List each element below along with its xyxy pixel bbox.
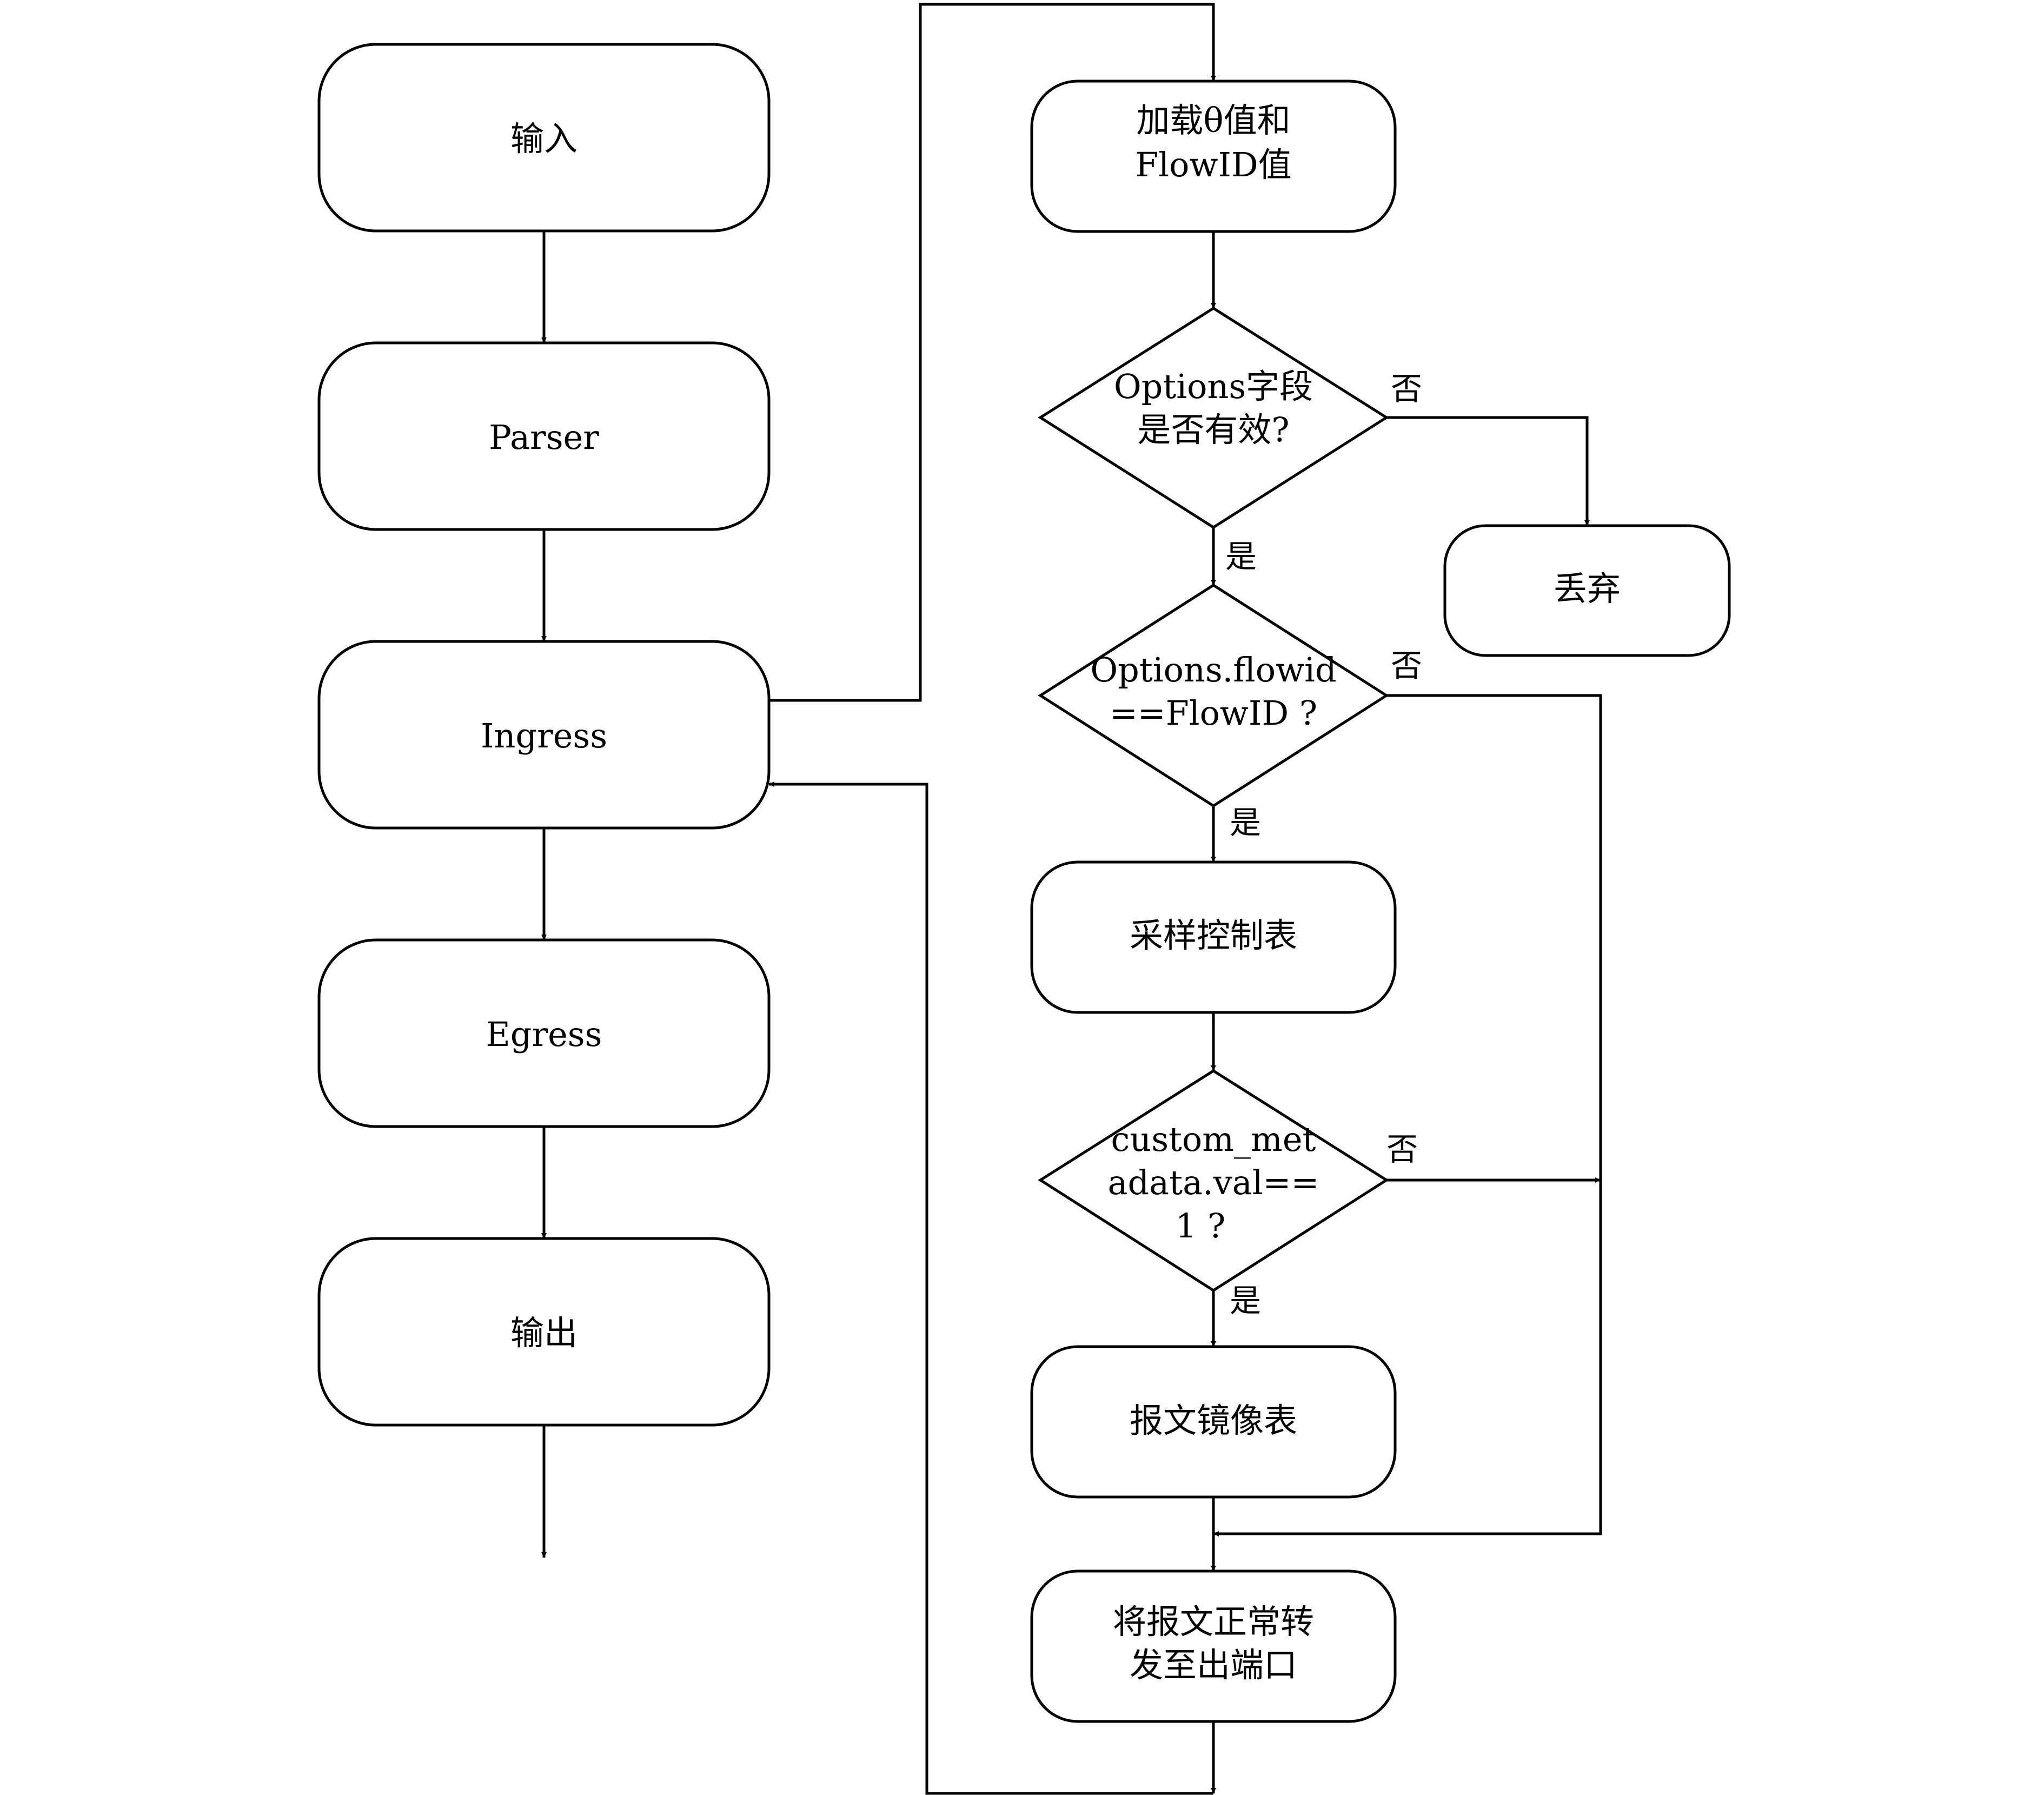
- edge-label-options-yes: 是: [1225, 538, 1257, 575]
- node-ingress-label: Ingress: [481, 716, 607, 756]
- node-sampling-table-label: 采样控制表: [1130, 916, 1297, 955]
- node-parser-label: Parser: [489, 418, 599, 457]
- node-mirror-table-label: 报文镜像表: [1130, 1401, 1297, 1440]
- edge-label-options-no: 否: [1391, 370, 1422, 407]
- node-load-values-label: 加载θ值和: [1136, 101, 1290, 140]
- node-forward-label-2: 发至出端口: [1130, 1645, 1297, 1685]
- decision-metadata-check-label-3: 1 ?: [1176, 1206, 1225, 1246]
- decision-flowid-match-label: Options.flowid: [1090, 650, 1336, 690]
- node-forward-label: 将报文正常转: [1113, 1602, 1314, 1641]
- node-egress-label: Egress: [486, 1015, 602, 1054]
- edge-label-metadata-no: 否: [1386, 1131, 1418, 1168]
- edge-flowid-no: [1213, 694, 1602, 1536]
- decision-options-valid-label: Options字段: [1114, 367, 1313, 406]
- edge-label-flowid-yes: 是: [1230, 804, 1261, 841]
- decision-options-valid-label-2: 是否有效?: [1137, 410, 1289, 449]
- edge-forward-back-to-ingress: [769, 781, 1213, 1795]
- decision-flowid-match-label-2: ==FlowID ?: [1110, 693, 1317, 733]
- node-load-values-label-2: FlowID值: [1135, 145, 1291, 184]
- edge-label-flowid-no: 否: [1391, 647, 1422, 684]
- decision-metadata-check-label: custom_met: [1111, 1120, 1316, 1159]
- edge-ingress-to-load-values: [769, 3, 1216, 702]
- edge-options-valid-no: [1386, 416, 1590, 526]
- decision-metadata-check-label-2: adata.val==: [1108, 1163, 1319, 1202]
- node-input-label: 输入: [510, 119, 578, 158]
- node-output-label: 输出: [510, 1313, 578, 1353]
- node-discard-label: 丢弃: [1554, 569, 1621, 608]
- edge-label-metadata-yes: 是: [1230, 1282, 1261, 1319]
